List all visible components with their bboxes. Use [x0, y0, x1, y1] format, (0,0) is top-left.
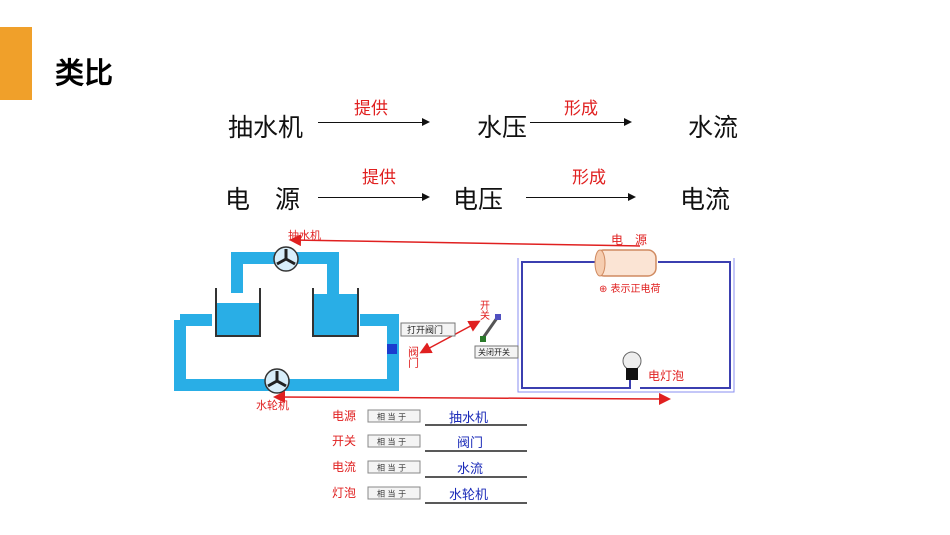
valve-label: 阀门: [407, 345, 420, 369]
close-switch-button[interactable]: 关闭开关: [474, 345, 519, 359]
open-valve-button-label: 打开阀门: [407, 324, 443, 336]
close-switch-button-label: 关闭开关: [478, 347, 510, 357]
red-arrow-top: [289, 234, 641, 247]
valve-icon: [387, 344, 397, 354]
table-row-mid: 相 当 于: [377, 489, 406, 499]
table-row-right: 抽水机: [449, 411, 488, 426]
table-row: 电流 相 当 于 水流: [332, 460, 527, 478]
table-row-right: 阀门: [457, 436, 483, 451]
row1-arrow1-label: 提供: [354, 99, 388, 119]
row1-result: 水流: [688, 113, 739, 142]
row2-arrow1: [318, 193, 430, 201]
row1-middle: 水压: [477, 113, 528, 142]
charge-note: ⊕ 表示正电荷: [599, 282, 661, 295]
battery-icon: [594, 249, 657, 277]
table-row-left: 电源: [332, 409, 356, 423]
switch-icon: [480, 314, 501, 342]
table-row-right: 水轮机: [449, 488, 488, 503]
table-row-mid: 相 当 于: [377, 437, 406, 447]
table-row: 开关 相 当 于 阀门: [332, 434, 527, 452]
red-arrow-middle: [419, 320, 481, 354]
row2-middle: 电压: [453, 185, 504, 214]
row1-arrow1: [318, 118, 430, 126]
table-row: 灯泡 相 当 于 水轮机: [332, 486, 527, 504]
row2-arrow2: [526, 193, 636, 201]
pump-top-icon: [273, 246, 299, 272]
power-source-label: 电 源: [611, 233, 647, 247]
pump-top-label: 抽水机: [288, 228, 321, 242]
row1-arrow2: [530, 118, 632, 126]
right-tank: [312, 288, 359, 337]
accent-bar: [0, 27, 32, 100]
table-row-left: 开关: [332, 434, 356, 448]
pump-bottom-icon: [264, 368, 290, 394]
row1-arrow2-label: 形成: [564, 99, 598, 119]
analogy-table: 电源 相 当 于 抽水机 开关 相 当 于 阀门 电流 相 当 于 水流 灯泡 …: [332, 409, 527, 504]
row2-source: 电 源: [225, 185, 301, 214]
electric-wires: [521, 261, 731, 389]
table-row-right: 水流: [457, 462, 483, 477]
open-valve-button[interactable]: 打开阀门: [400, 322, 456, 337]
row2-arrow2-label: 形成: [572, 168, 606, 188]
table-row-mid: 相 当 于: [377, 463, 406, 473]
table-row-left: 灯泡: [332, 486, 356, 500]
left-tank: [215, 288, 261, 337]
table-row-mid: 相 当 于: [377, 412, 406, 422]
table-row-left: 电流: [332, 460, 356, 474]
table-row: 电源 相 当 于 抽水机: [332, 409, 527, 426]
pump-bottom-label: 水轮机: [256, 398, 289, 412]
bulb-label: 电灯泡: [648, 369, 684, 383]
page-title: 类比: [55, 56, 114, 90]
red-arrow-bottom: [273, 391, 671, 405]
bulb-icon: [622, 351, 642, 380]
row2-arrow1-label: 提供: [362, 168, 396, 188]
switch-label: 开关: [478, 300, 490, 321]
row1-source: 抽水机: [228, 113, 304, 142]
row2-result: 电流: [680, 185, 731, 214]
water-pipes: [174, 252, 399, 391]
